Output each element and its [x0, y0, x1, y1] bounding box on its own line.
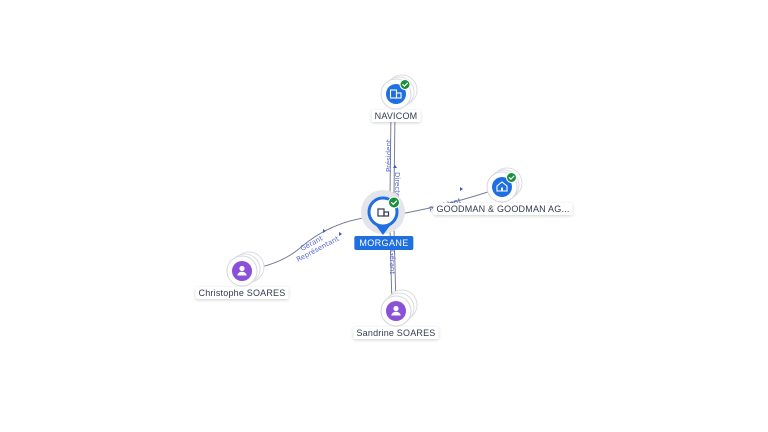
- building-icon: [377, 208, 390, 217]
- arrow-right-icon: [339, 232, 342, 236]
- edge-label-navicom-directeur: Directeur: [393, 172, 401, 205]
- node-christophe[interactable]: [226, 251, 265, 287]
- person-icon: [391, 305, 401, 316]
- node-label-sandrine[interactable]: Sandrine SOARES: [353, 327, 439, 339]
- edge-navicom[interactable]: [389, 109, 392, 197]
- node-label-christophe[interactable]: Christophe SOARES: [195, 287, 289, 299]
- arrow-right-icon: [323, 229, 326, 233]
- node-label-navicom[interactable]: NAVICOM: [371, 110, 421, 122]
- node-label-goodman[interactable]: GOODMAN & GOODMAN AG...: [433, 203, 573, 215]
- edge-label-navicom-president: Président: [385, 139, 393, 172]
- edge-label-sandrine-gerant: Gérant: [388, 250, 396, 274]
- edge-christophe[interactable]: [245, 216, 371, 271]
- check-badge-icon: [506, 172, 517, 183]
- building-icon: [389, 89, 402, 99]
- node-goodman[interactable]: [486, 167, 523, 203]
- node-label-main[interactable]: MORGANE: [354, 236, 414, 250]
- person-icon: [237, 265, 247, 276]
- arrow-up-icon: [393, 165, 397, 168]
- edge-navicom-2[interactable]: [393, 109, 396, 197]
- node-sandrine[interactable]: [380, 289, 418, 327]
- arrow-right-icon: [460, 187, 463, 191]
- node-navicom[interactable]: [380, 74, 418, 110]
- house-icon: [496, 181, 508, 192]
- check-badge-icon: [399, 79, 411, 90]
- check-badge-icon: [388, 196, 400, 209]
- node-main[interactable]: [361, 190, 405, 235]
